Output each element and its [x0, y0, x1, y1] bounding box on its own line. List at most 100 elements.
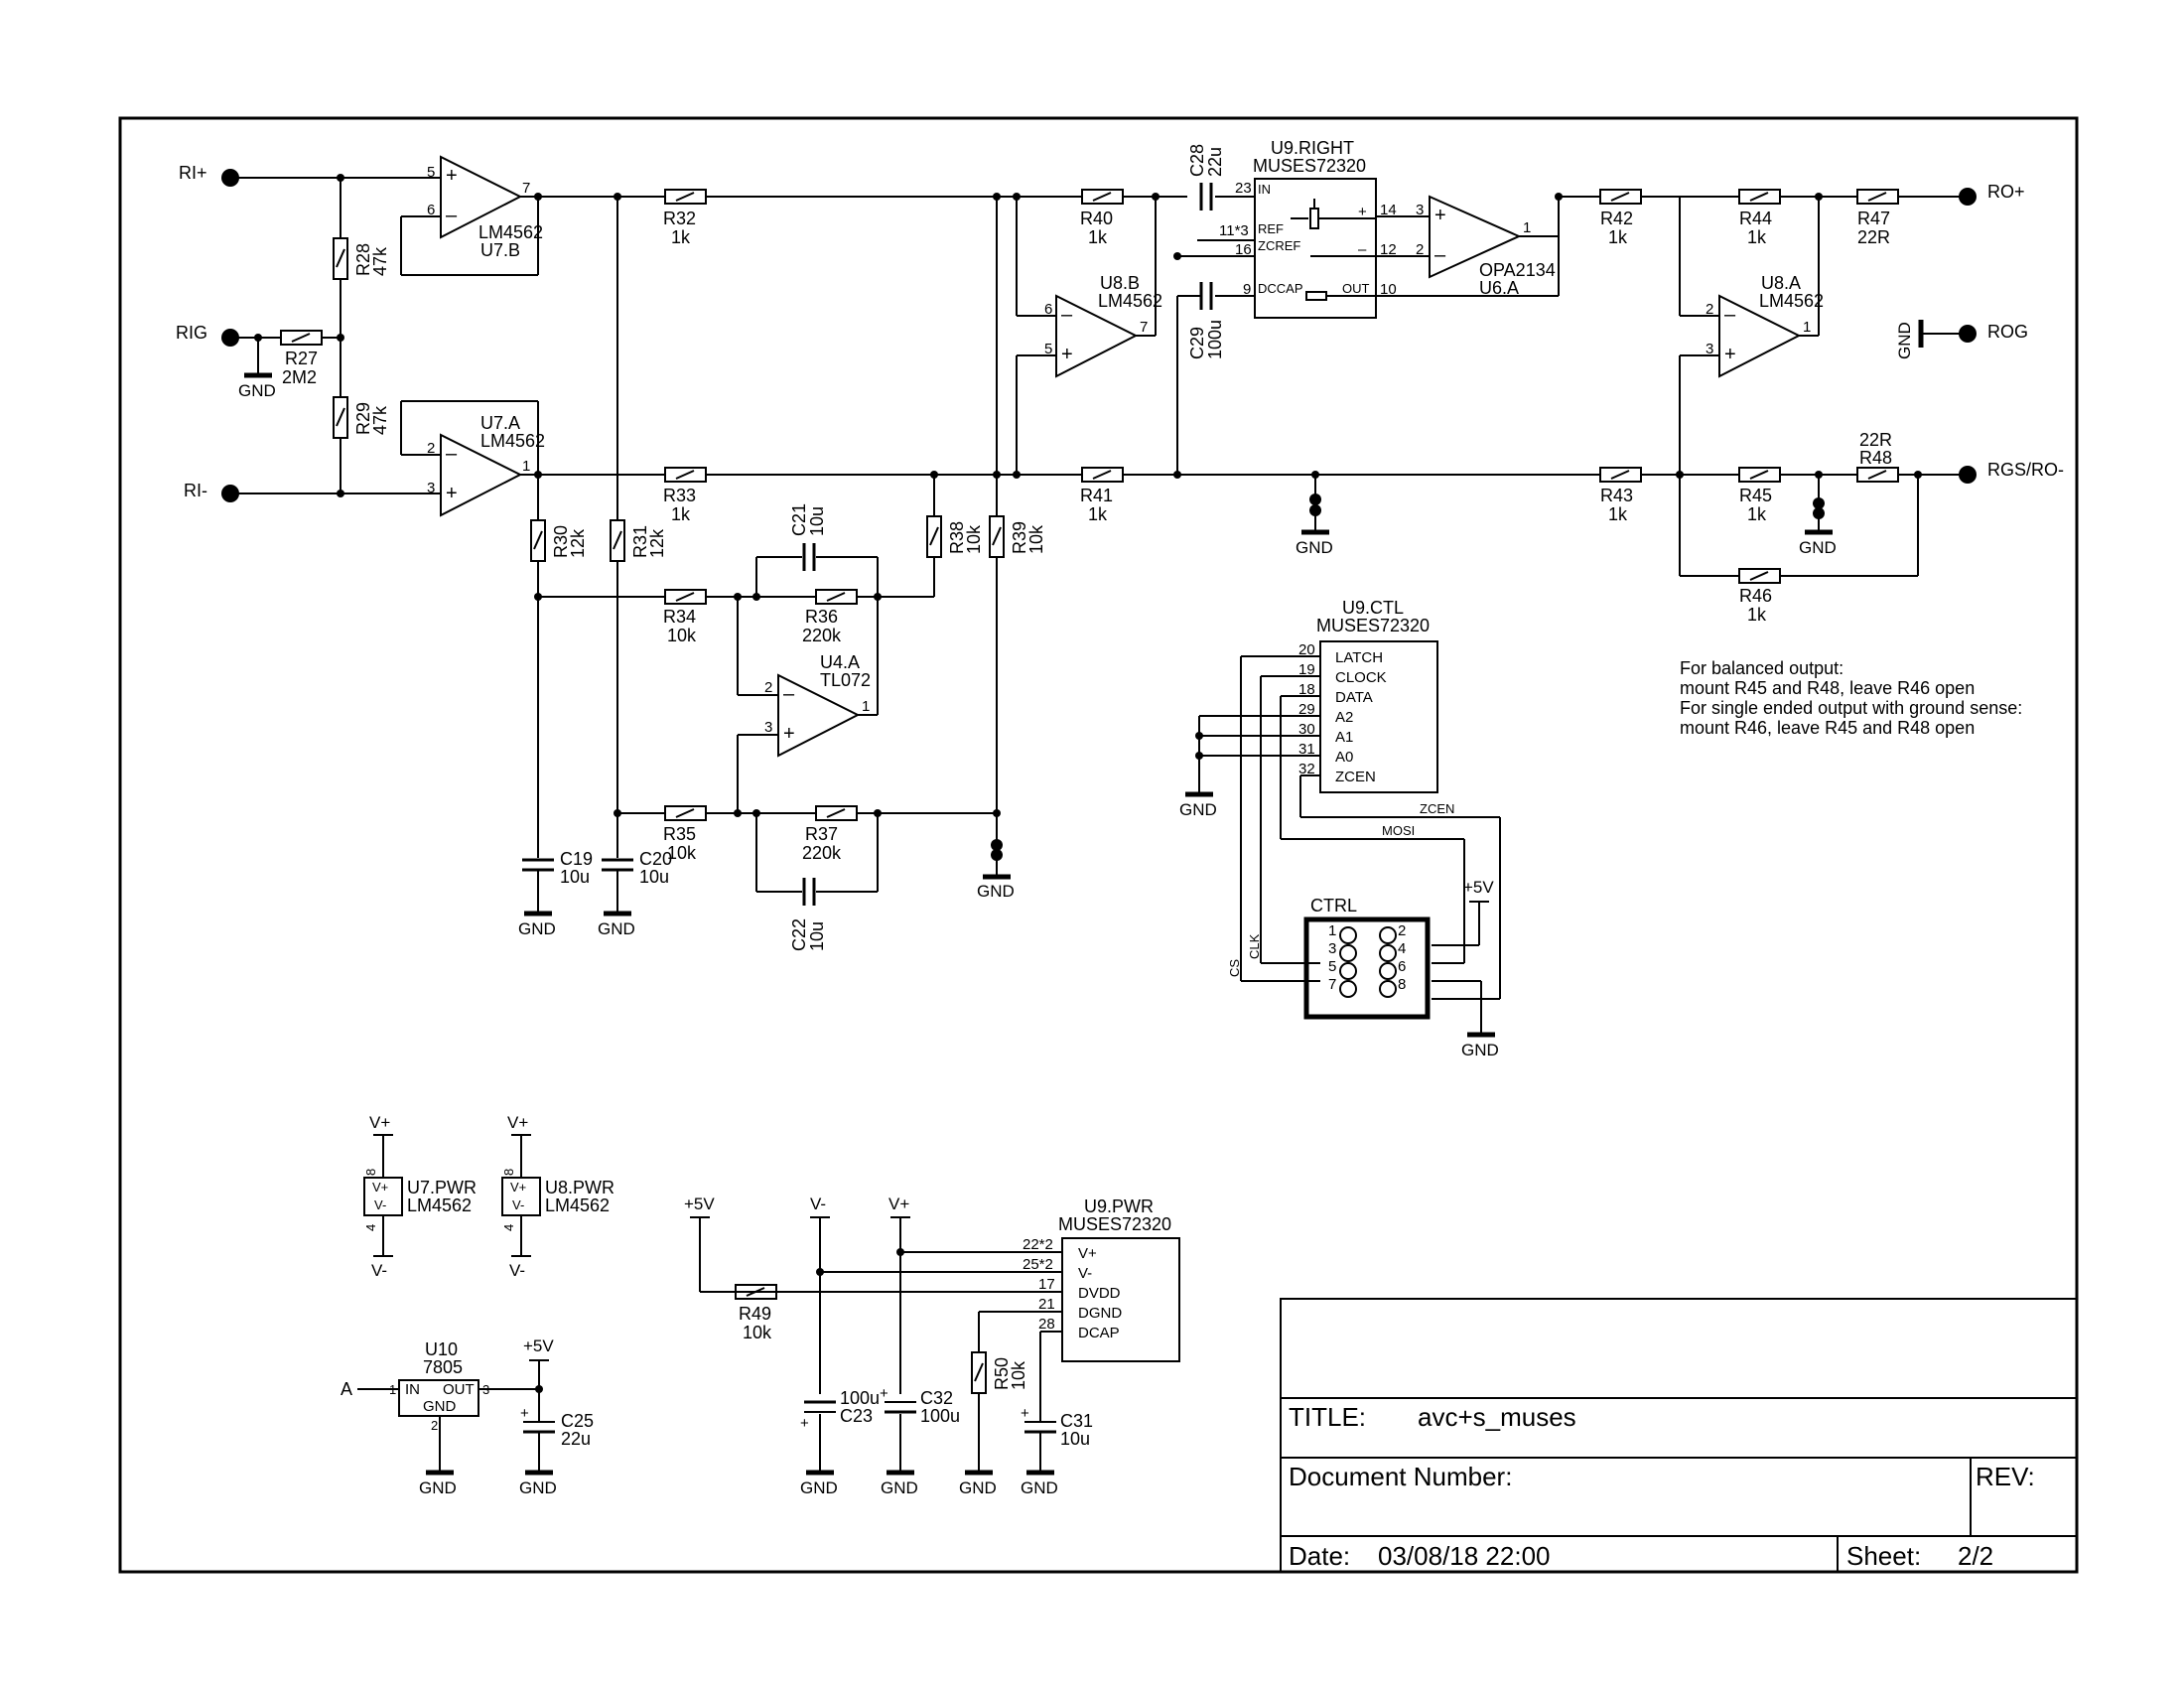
svg-text:LM4562: LM4562	[480, 431, 545, 451]
svg-text:1k: 1k	[671, 227, 691, 247]
svg-text:2: 2	[427, 440, 435, 457]
svg-text:100u: 100u	[920, 1406, 960, 1426]
svg-text:5: 5	[1044, 341, 1052, 357]
gnd-symbol-r39: GND	[977, 839, 1015, 901]
svg-text:V-: V-	[810, 1195, 826, 1213]
svg-text:+: +	[800, 1415, 809, 1432]
svg-text:GND: GND	[800, 1478, 838, 1497]
svg-text:U8.PWR: U8.PWR	[545, 1178, 614, 1197]
port-rog: ROG	[1987, 322, 2028, 342]
svg-text:TL072: TL072	[820, 670, 871, 690]
capacitor-c19: C19 10u GND	[518, 849, 593, 938]
p5v-symbol-ctrl: +5V	[1463, 878, 1494, 903]
svg-text:For balanced output:: For balanced output:	[1680, 658, 1843, 678]
svg-text:LATCH: LATCH	[1335, 649, 1383, 666]
svg-text:7: 7	[522, 180, 530, 197]
svg-text:GND: GND	[423, 1398, 457, 1415]
svg-text:1: 1	[1803, 319, 1811, 336]
svg-text:22R: 22R	[1859, 430, 1892, 450]
svg-text:GND: GND	[881, 1478, 918, 1497]
svg-text:2: 2	[1398, 922, 1406, 939]
svg-text:+: +	[1061, 344, 1073, 365]
svg-text:10u: 10u	[639, 867, 669, 887]
resistor-r29: R29 47k	[333, 396, 390, 439]
svg-text:12k: 12k	[647, 528, 667, 558]
ic-u9-pwr: U9.PWR MUSES72320 V+ V- DVDD DGND DCAP 2…	[1023, 1196, 1180, 1362]
port-rgs-ro-minus: RGS/RO-	[1987, 460, 2064, 480]
svg-text:U8.B: U8.B	[1100, 273, 1140, 293]
svg-text:OUT: OUT	[1342, 281, 1370, 296]
svg-text:6: 6	[1044, 301, 1052, 318]
svg-text:+: +	[1021, 1405, 1029, 1422]
svg-text:C19: C19	[560, 849, 593, 869]
svg-text:14: 14	[1380, 202, 1397, 218]
svg-text:3: 3	[1416, 202, 1424, 218]
u9-right-pin-wires	[1376, 215, 1560, 297]
svg-text:GND: GND	[1799, 538, 1837, 557]
svg-text:LM4562: LM4562	[478, 222, 543, 242]
svg-text:30: 30	[1298, 721, 1315, 738]
input-wires	[230, 177, 441, 494]
svg-text:100u: 100u	[840, 1388, 880, 1408]
svg-text:7805: 7805	[423, 1357, 463, 1377]
svg-text:CTRL: CTRL	[1310, 896, 1357, 915]
svg-text:–: –	[446, 443, 458, 465]
svg-text:7: 7	[1140, 319, 1148, 336]
svg-text:28: 28	[1038, 1316, 1055, 1333]
svg-text:22*2: 22*2	[1023, 1236, 1053, 1253]
svg-text:A0: A0	[1335, 749, 1353, 766]
svg-text:R44: R44	[1739, 209, 1772, 228]
svg-text:R27: R27	[285, 349, 318, 368]
svg-text:7: 7	[1328, 976, 1336, 993]
resistor-r40: R40 1k	[1080, 189, 1124, 247]
svg-text:32: 32	[1298, 761, 1315, 777]
svg-text:GND: GND	[1461, 1041, 1499, 1059]
svg-text:1: 1	[522, 458, 530, 475]
svg-text:R29: R29	[353, 402, 373, 435]
svg-text:10k: 10k	[1009, 1360, 1028, 1390]
svg-text:1k: 1k	[1747, 227, 1767, 247]
svg-text:R30: R30	[551, 525, 571, 558]
svg-text:R34: R34	[663, 607, 696, 627]
svg-text:U9.PWR: U9.PWR	[1084, 1196, 1154, 1216]
svg-text:C28: C28	[1187, 144, 1207, 177]
svg-text:OPA2134: OPA2134	[1479, 260, 1556, 280]
svg-text:–: –	[446, 205, 458, 226]
svg-text:LM4562: LM4562	[407, 1196, 472, 1215]
svg-text:R40: R40	[1080, 209, 1113, 228]
svg-text:GND: GND	[977, 882, 1015, 901]
gnd-symbol-ctrl: GND	[1461, 1032, 1499, 1059]
svg-text:A1: A1	[1335, 729, 1353, 746]
svg-text:2: 2	[431, 1418, 438, 1433]
svg-text:R42: R42	[1600, 209, 1633, 228]
output-junctions	[1555, 193, 1922, 479]
capacitor-c22: C22 10u	[789, 878, 827, 951]
svg-text:12: 12	[1380, 241, 1397, 258]
opamp-u8a: – + 2 3 1 U8.A LM4562	[1706, 273, 1824, 378]
svg-text:18: 18	[1298, 681, 1315, 698]
svg-text:R43: R43	[1600, 486, 1633, 505]
svg-text:V+: V+	[507, 1113, 528, 1132]
opamp-u8b: – + 6 5 7 U8.B LM4562	[1044, 273, 1162, 378]
svg-text:20: 20	[1298, 641, 1315, 658]
svg-text:GND: GND	[1296, 538, 1333, 557]
svg-text:1k: 1k	[1747, 605, 1767, 625]
svg-text:V+: V+	[510, 1180, 526, 1195]
resistor-r36: R36 220k	[802, 589, 858, 645]
svg-text:OUT: OUT	[443, 1381, 475, 1398]
resistor-r38: R38 10k	[926, 515, 984, 558]
svg-text:2: 2	[1416, 241, 1424, 258]
capacitor-c28: C28 22u	[1187, 144, 1225, 211]
svg-text:+: +	[783, 723, 795, 745]
resistor-r50: R50 10k GND	[959, 1351, 1028, 1497]
svg-text:U7.B: U7.B	[480, 240, 520, 260]
input-junctions	[254, 174, 344, 497]
resistor-r44: R44 1k	[1738, 189, 1781, 247]
svg-text:10u: 10u	[560, 867, 590, 887]
svg-text:ZCEN: ZCEN	[1420, 801, 1454, 816]
svg-text:–: –	[1724, 304, 1736, 326]
svg-text:GND: GND	[238, 381, 276, 400]
svg-text:22u: 22u	[1205, 147, 1225, 177]
svg-text:47k: 47k	[370, 405, 390, 435]
svg-text:+5V: +5V	[684, 1195, 715, 1213]
